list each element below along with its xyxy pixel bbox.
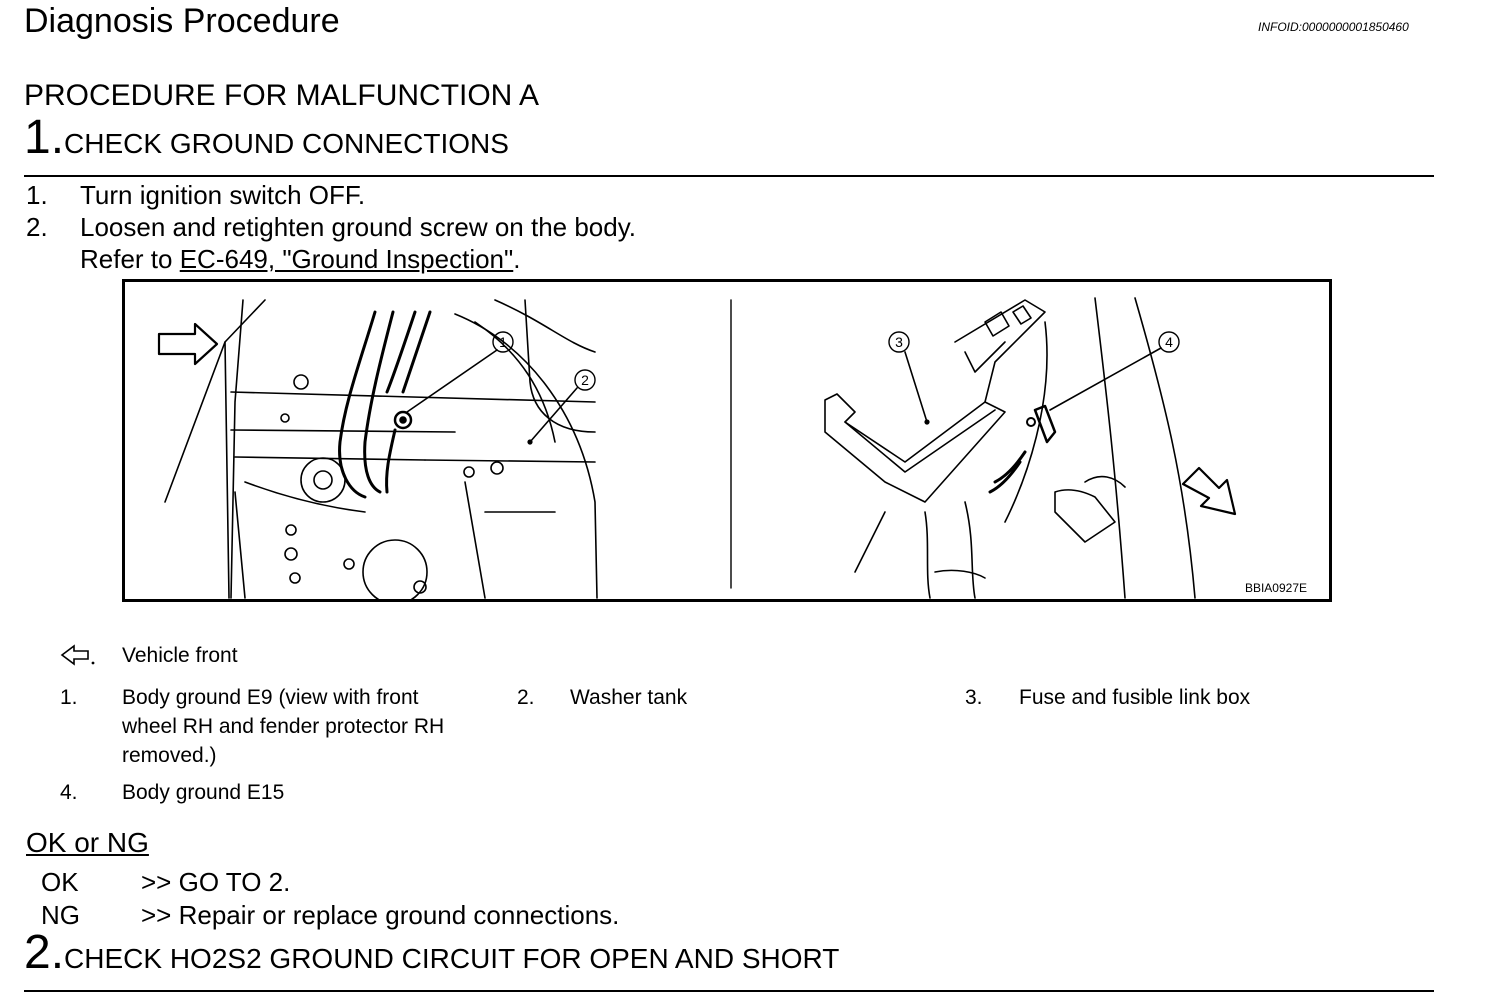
instruction-2-text: Loosen and retighten ground screw on the… [80,212,637,242]
vehicle-front-arrow-icon [157,322,219,366]
figure-code: BBIA0927E [1244,581,1307,595]
result-ok-action: >> GO TO 2. [141,867,291,897]
step-2-rule [24,990,1434,992]
ground-inspection-link[interactable]: EC-649, "Ground Inspection" [179,244,514,274]
legend-2-text: Washer tank [570,686,688,709]
step-2-title: CHECK HO2S2 GROUND CIRCUIT FOR OPEN AND … [64,943,840,974]
legend-1-line-2: wheel RH and fender protector RH [122,715,445,738]
callout-1: 1 [499,334,507,350]
step-2-heading: 2.CHECK HO2S2 GROUND CIRCUIT FOR OPEN AN… [24,925,839,980]
vehicle-front-arrow-right-icon [1181,466,1237,516]
legend-4-number: 4. [60,781,78,804]
procedure-title: PROCEDURE FOR MALFUNCTION A [24,79,540,112]
ok-or-ng-heading: OK or NG [26,827,149,858]
result-ok-code: OK [41,867,79,897]
step-1-title: CHECK GROUND CONNECTIONS [64,128,509,159]
page-title: Diagnosis Procedure [24,2,340,40]
refer-prefix: Refer to [80,244,180,274]
legend-1-line-3: removed.) [122,744,217,767]
callout-4: 4 [1165,334,1173,350]
right-panel-drawing: 3 4 [824,297,1237,599]
callout-3: 3 [895,334,903,350]
left-panel-drawing: 1 2 [157,299,598,599]
instruction-2-number: 2. [26,212,48,242]
refer-suffix: . [513,244,521,274]
result-ng-action: >> Repair or replace ground connections. [141,900,620,930]
result-ng-code: NG [41,900,80,930]
figure-illustration: 1 2 [157,297,1237,599]
ground-location-figure: 1 2 [122,279,1332,602]
legend-4-text: Body ground E15 [122,781,285,804]
info-id: INFOID:0000000001850460 [1258,20,1409,34]
instruction-1-number: 1. [26,180,48,210]
hollow-arrow-left-icon [60,644,95,666]
step-1-number: 1. [24,111,65,164]
step-2-number: 2. [24,926,65,979]
instruction-1-text: Turn ignition switch OFF. [80,180,366,210]
legend-1-number: 1. [60,686,78,709]
callout-2: 2 [581,372,589,388]
legend-3-text: Fuse and fusible link box [1019,686,1251,709]
legend-2-number: 2. [517,686,535,709]
legend-vehicle-front: Vehicle front [122,644,238,667]
step-1-rule [24,175,1434,177]
refer-line: Refer to EC-649, "Ground Inspection". [80,244,520,275]
legend-1-line-1: Body ground E9 (view with front [122,686,419,709]
legend-3-number: 3. [965,686,983,709]
step-1-heading: 1.CHECK GROUND CONNECTIONS [24,110,509,165]
